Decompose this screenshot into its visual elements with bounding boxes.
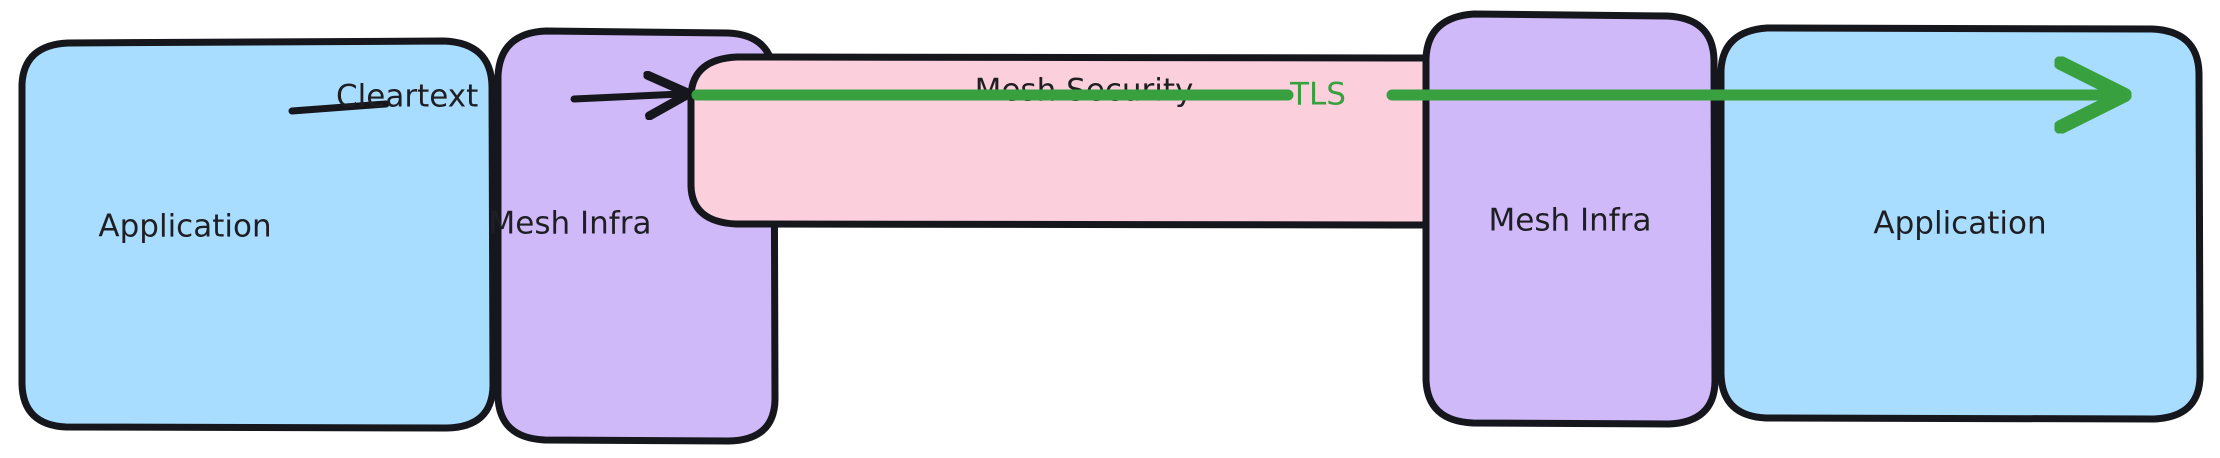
- mesh-infra-left-label: Mesh Infra: [489, 206, 652, 242]
- cleartext-line-left-segment: [288, 100, 390, 115]
- cleartext-edge-label: Cleartext: [336, 79, 478, 115]
- edge-tls[interactable]: TLS: [691, 77, 2112, 113]
- application-left-label: Application: [98, 209, 271, 245]
- tls-edge-label: TLS: [1289, 77, 1346, 113]
- node-application-left[interactable]: Application: [18, 37, 497, 432]
- node-mesh-security[interactable]: Mesh Security: [687, 53, 1482, 229]
- node-application-right[interactable]: Application: [1717, 24, 2204, 423]
- node-mesh-infra-right[interactable]: Mesh Infra: [1422, 10, 1719, 428]
- application-left-shape[interactable]: [18, 37, 497, 432]
- application-right-label: Application: [1873, 206, 2046, 242]
- mesh-infra-right-label: Mesh Infra: [1489, 203, 1652, 239]
- cleartext-line-right-segment: [570, 94, 681, 99]
- mesh-infra-right-shape[interactable]: [1422, 10, 1719, 428]
- edge-cleartext[interactable]: Cleartext: [288, 79, 681, 115]
